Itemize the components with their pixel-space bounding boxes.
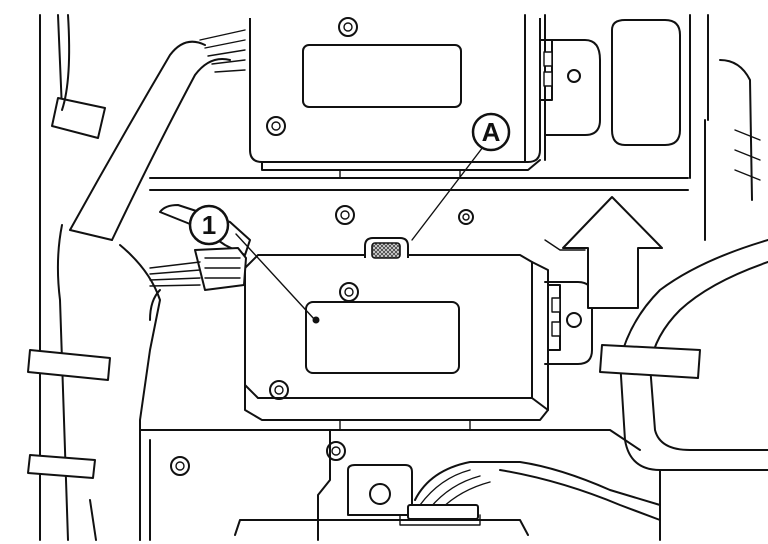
bottom-harness: [407, 461, 661, 521]
callout-a-label: A: [482, 117, 501, 147]
front-direction-arrow: [562, 196, 663, 309]
right-wire-harness: [599, 59, 768, 471]
control-unit: [244, 237, 561, 431]
callout-1-label: 1: [202, 210, 216, 240]
clip-a: [371, 242, 401, 259]
callout-a: A: [471, 112, 511, 152]
callout-1: 1: [188, 204, 230, 246]
leader-lines: [235, 146, 484, 324]
left-wire-harness: [27, 14, 246, 541]
upper-control-unit: [249, 14, 553, 179]
